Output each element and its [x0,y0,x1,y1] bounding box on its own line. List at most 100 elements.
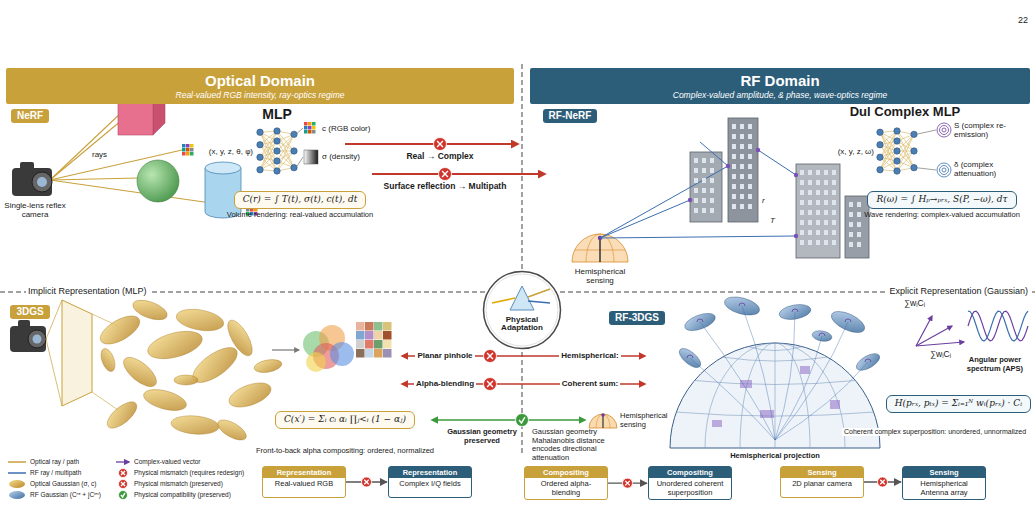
rf-gaussian [819,333,825,336]
text-label: Hemispherical sensing [565,267,635,285]
text-label: (x, y, z, ω) [838,147,874,156]
building-window [800,220,804,225]
building-window [694,158,698,163]
optical-gaussian [130,296,169,323]
building-window [824,220,828,225]
color-grid [182,152,186,156]
text-label: Explicit Representation (Gaussian) [887,286,1030,296]
domain-title: RF Domain [740,72,819,89]
text-label: Volume rendering: real-valued accumulati… [227,211,373,220]
complex-vector [916,342,964,346]
formula-box: R(ω) = ∫ Hₚ→ₚᵣₓ, S(P, −ω), dτ [867,191,1016,209]
rf-ray [758,150,796,175]
adaptation-circle-shape [510,286,534,310]
reflection-point [688,148,798,238]
building-window [808,190,812,195]
text-label: Hemispherical projection [730,452,820,461]
text-label: σ (density) [322,152,360,161]
color-grid [308,122,312,126]
building-window [800,180,804,185]
building-window [732,194,736,199]
complex-vector [916,316,964,346]
color-grid [365,331,374,340]
cube-object [118,100,153,135]
building-window [748,204,752,209]
building-window [710,168,714,173]
building-window [702,208,706,213]
legend-entry: Physical compatibility (preserved) [134,491,231,499]
comparison-body: Hemispherical Antenna array [903,478,985,499]
mismatch-icon [878,477,888,487]
mlp-network [274,138,280,144]
domain-band: Optical DomainReal-valued RGB intensity,… [6,68,514,104]
mismatch-icon [623,478,633,488]
formula-text: C(r) = ∫ T(t), σ(t), c(t), dt [243,194,358,206]
text-label: Single-lens reflex camera [3,201,67,219]
reflection-point [794,234,798,238]
color-grid [312,130,316,134]
mismatch-icon [434,138,447,151]
comparison-body: Real-valued RGB [263,478,345,491]
optical-gaussian [145,326,205,364]
text-label: Real → Complex [406,152,473,162]
hemispherical-antenna [596,414,610,428]
text-label: Planar pinhole [415,351,474,360]
legend-sample [8,472,26,474]
rf-ray [600,200,690,238]
reflection-point [756,148,760,152]
compatibility-icon [516,414,529,427]
hemispherical-antenna [589,413,617,428]
color-grid [356,322,365,331]
building-window [694,208,698,213]
building-window [740,154,744,159]
text-label: Wave rendering: complex-valued accumulat… [864,211,1020,220]
output-icon [940,166,949,175]
rf-gaussian [687,355,693,358]
aps-wave [968,311,1028,341]
comparison-box: SensingHemispherical Antenna array [902,466,986,500]
mlp-output-link [296,128,303,168]
rf-ray [600,166,728,238]
color-grid [304,122,308,126]
building-window [740,194,744,199]
image-plane [46,300,118,410]
building-window [832,190,836,195]
building-window [824,210,828,215]
hemisphere-projection [695,381,856,385]
building-window [702,188,706,193]
building-window [849,242,853,247]
adaptation-circle-shape [486,274,558,346]
building-window [710,198,714,203]
comparison-body: Unordered coherent superposition [649,478,731,499]
text-label: S (complex re-emission) [954,121,1018,139]
mlp-output-link [916,130,936,170]
hemisphere-projection [712,420,722,427]
building-window [808,230,812,235]
text-label: (x, y, z, θ, φ) [209,147,253,156]
divider-line [0,64,1035,456]
comparison-header: Sensing [903,467,985,478]
text-label: Hemispherical: [559,351,620,360]
alpha-blend-circles [330,342,354,366]
mismatch-icon [437,141,443,147]
building-window [816,170,820,175]
node-text: Physical Adaptation [482,316,562,334]
building-window [816,200,820,205]
color-grid [190,152,194,156]
optical-gaussian [96,296,283,444]
building-window [800,190,804,195]
mlp-network [257,129,263,135]
mismatch-icon [484,350,497,363]
text-label: c (RGB color) [322,124,370,133]
legend-entry: Complex-valued vector [134,458,200,466]
hemispherical-antenna [589,414,617,428]
legend-sample [8,461,26,463]
optical-gaussian [223,317,257,360]
rf-gaussian [792,309,798,312]
building-window [832,170,836,175]
color-grid [356,340,365,349]
mlp-network [274,128,280,134]
camera-icon [37,177,47,187]
building-window [748,174,752,179]
optical-gaussian [175,306,226,334]
